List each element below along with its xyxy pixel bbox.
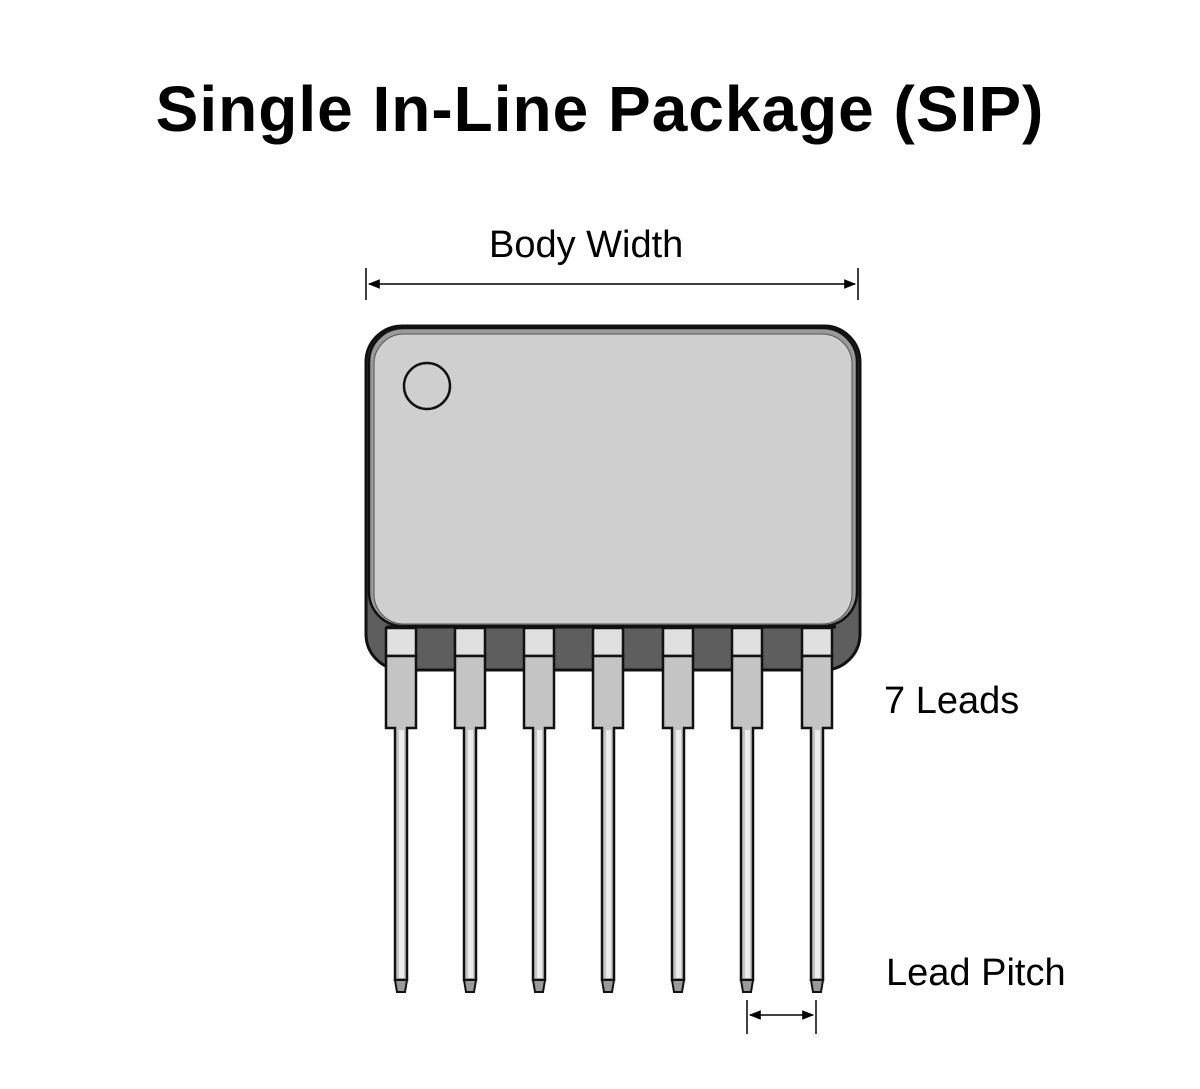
lead-pitch-dimension <box>746 1000 817 1034</box>
lead-pitch-label: Lead Pitch <box>886 952 1066 994</box>
body-width-dimension <box>365 268 859 300</box>
diagram-title: Single In-Line Package (SIP) <box>155 73 1045 145</box>
lead-2 <box>453 626 487 993</box>
pin1-marker-icon <box>402 361 452 411</box>
lead-5 <box>661 626 695 993</box>
lead-3 <box>522 626 556 993</box>
body-width-label: Body Width <box>489 224 684 266</box>
lead-count-label: 7 Leads <box>884 680 1020 722</box>
lead-4 <box>591 626 625 993</box>
lead-6 <box>730 626 764 993</box>
lead-1 <box>384 626 418 993</box>
package-body <box>364 324 862 672</box>
lead-7 <box>800 626 834 993</box>
leads <box>384 626 834 993</box>
